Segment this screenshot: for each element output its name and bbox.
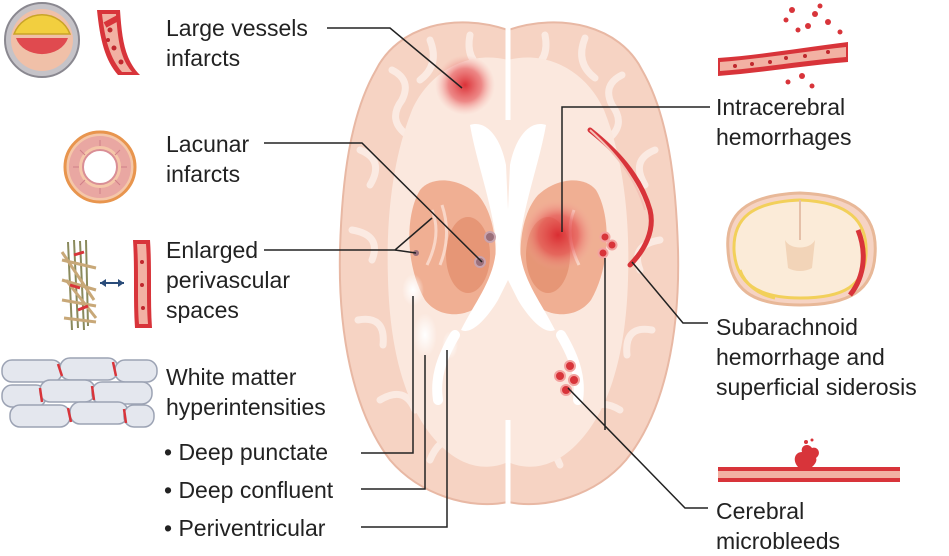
lacunar-infarct-dot	[474, 256, 486, 268]
label-line: infarcts	[166, 161, 241, 187]
label-large-vessels-infarcts: Large vessels infarcts	[166, 13, 308, 73]
lateral-ventricles	[461, 124, 555, 331]
label-lacunar-infarcts: Lacunar infarcts	[166, 129, 249, 189]
small-vessel-ring-icon	[63, 130, 137, 204]
ruptured-vessel-icon	[718, 3, 848, 89]
wmh-deep-confluent-spot	[413, 313, 437, 357]
label-deep-punctate: • Deep punctate	[164, 439, 329, 465]
large-vessel-infarct-lesion	[435, 55, 495, 115]
label-line: hemorrhages	[716, 124, 852, 150]
label-line: hemorrhage and	[716, 344, 885, 370]
vessel-segment-icon	[97, 10, 140, 75]
brain-coronal-section-icon	[726, 191, 877, 307]
label-line: Large vessels	[166, 15, 308, 41]
label-subarachnoid-hemorrhage: Subarachnoid hemorrhage and superficial …	[716, 312, 917, 402]
label-line: Cerebral	[716, 498, 805, 524]
label-line: Enlarged	[166, 237, 259, 263]
label-line: infarcts	[166, 45, 241, 71]
label-enlarged-perivascular-spaces: Enlarged perivascular spaces	[166, 235, 290, 325]
label-line: hyperintensities	[166, 394, 326, 420]
vessel-segment-icon	[133, 240, 152, 328]
wmh-periventricular-spot	[442, 331, 458, 359]
perivascular-space-icon	[60, 239, 98, 331]
label-line: Lacunar	[166, 131, 250, 157]
lacunar-infarct-dot	[484, 231, 496, 243]
microbleeds-lobar	[554, 360, 580, 396]
label-line: superficial siderosis	[716, 374, 917, 400]
white-matter-axons-icon	[1, 357, 158, 428]
label-deep-confluent: • Deep confluent	[164, 477, 334, 503]
label-line: Intracerebral	[716, 94, 846, 120]
intracerebral-hemorrhage-lesion	[522, 199, 594, 271]
label-cerebral-microbleeds: Cerebral microbleeds	[716, 496, 840, 556]
bidirectional-arrow-icon	[100, 279, 124, 287]
label-line: White matter	[166, 364, 297, 390]
artery-cross-section-icon	[4, 2, 80, 78]
label-periventricular: • Periventricular	[164, 515, 326, 541]
microbleed-vessel-icon	[718, 438, 900, 482]
superficial-siderosis-rim	[587, 127, 654, 268]
label-intracerebral-hemorrhages: Intracerebral hemorrhages	[716, 92, 852, 152]
label-line: microbleeds	[716, 528, 840, 554]
label-white-matter-hyperintensities: White matter hyperintensities	[166, 362, 326, 422]
brain-axial-section	[338, 21, 680, 506]
leader-lines	[264, 27, 710, 528]
label-line: spaces	[166, 297, 239, 323]
label-line: perivascular	[166, 267, 290, 293]
label-line: Subarachnoid	[716, 314, 858, 340]
microbleeds-deep	[597, 231, 618, 259]
wmh-deep-punctate-spot	[402, 274, 424, 306]
